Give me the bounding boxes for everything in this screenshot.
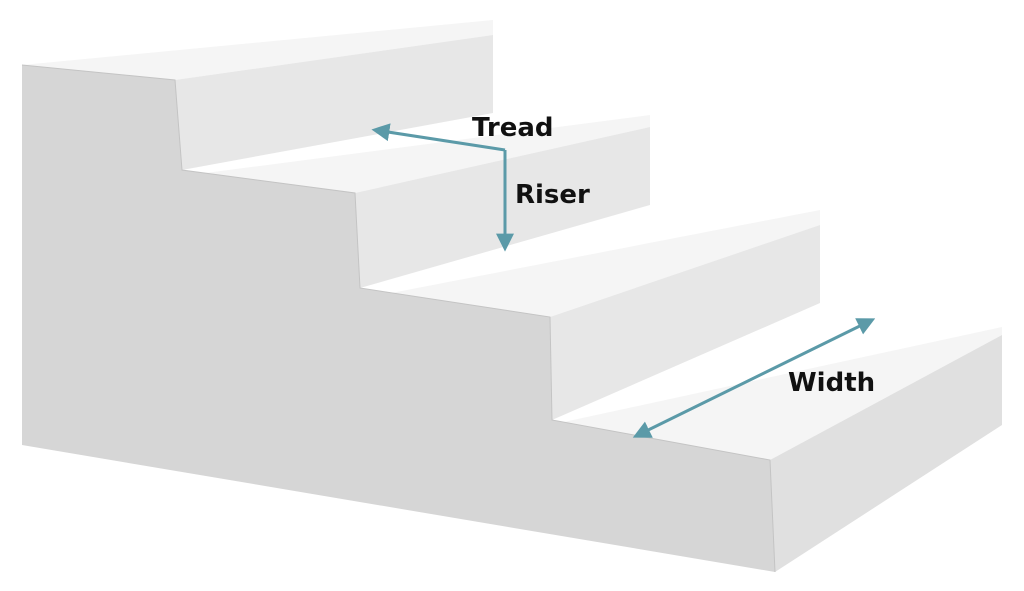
front-edge-line bbox=[21, 64, 776, 573]
tread-top-3 bbox=[355, 210, 820, 317]
width-arrow bbox=[632, 318, 876, 438]
width-label: Width bbox=[788, 368, 875, 398]
tread-label: Tread bbox=[472, 113, 554, 143]
tread-top-1 bbox=[22, 20, 493, 80]
tread-arrow bbox=[371, 123, 506, 152]
stair-front-face bbox=[22, 65, 775, 572]
tread-top-2 bbox=[175, 115, 650, 193]
riser-face-1 bbox=[175, 35, 493, 170]
riser-face-2 bbox=[355, 127, 650, 288]
riser-label: Riser bbox=[515, 180, 590, 210]
bottom-step-side bbox=[770, 335, 1002, 572]
